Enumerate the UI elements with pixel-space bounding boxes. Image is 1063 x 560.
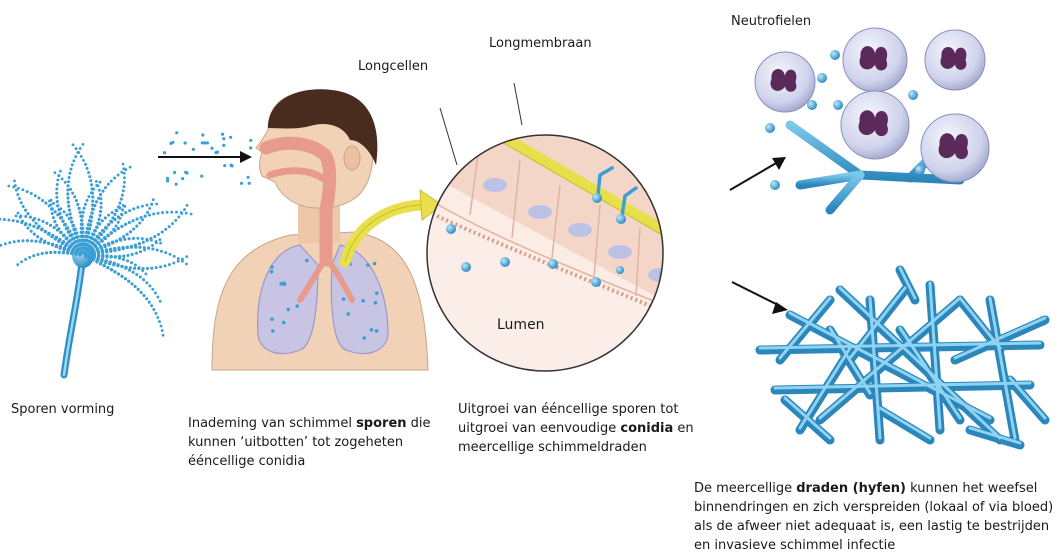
caption-inademing: Inademing van schimmel sporen die kunnen… xyxy=(188,414,443,471)
caption-draden-text: De meercellige xyxy=(694,481,796,496)
caption-uitgroei: Uitgroei van ééncellige sporen tot uitgr… xyxy=(458,400,703,457)
neutrophil-cell xyxy=(755,52,815,112)
label-longcellen: Longcellen xyxy=(358,57,428,76)
label-neutrofielen: Neutrofielen xyxy=(731,12,811,31)
neutrophil-cell xyxy=(921,114,989,182)
conidium xyxy=(770,180,780,190)
caption-inademing-text: Inademing van schimmel xyxy=(188,416,356,431)
conidium xyxy=(833,100,843,110)
inhale-arrow xyxy=(158,151,252,163)
hypha-highlight xyxy=(840,288,1000,438)
hypha-highlight xyxy=(990,298,1015,438)
conidium xyxy=(817,73,827,83)
conidiophore-illustration xyxy=(0,143,193,375)
outcome-arrows xyxy=(730,157,788,314)
magnified-lung-tissue xyxy=(420,83,700,400)
label-lumen: Lumen xyxy=(497,316,545,335)
conidium xyxy=(915,165,925,175)
neutrophil-cluster xyxy=(755,28,989,210)
hyphae-network xyxy=(760,268,1045,445)
neutrophil-cell xyxy=(843,28,907,92)
conidium xyxy=(765,123,775,133)
caption-sporen-vorming: Sporen vorming xyxy=(11,400,181,419)
conidium xyxy=(807,100,817,110)
human-figure xyxy=(212,89,428,370)
caption-inademing-bold: sporen xyxy=(356,416,406,431)
caption-draden: De meercellige draden (hyfen) kunnen het… xyxy=(694,479,1056,555)
conidium xyxy=(830,50,840,60)
spore-chains xyxy=(0,143,193,337)
hypha xyxy=(880,410,930,440)
neutrophil-cell xyxy=(925,30,985,90)
conidium xyxy=(908,90,918,100)
hypha-highlight xyxy=(880,408,930,438)
label-longmembraan: Longmembraan xyxy=(489,34,592,53)
neutrophil-cell xyxy=(841,91,909,159)
caption-uitgroei-bold: conidia xyxy=(620,421,673,436)
caption-draden-bold: draden (hyfen) xyxy=(796,481,906,496)
